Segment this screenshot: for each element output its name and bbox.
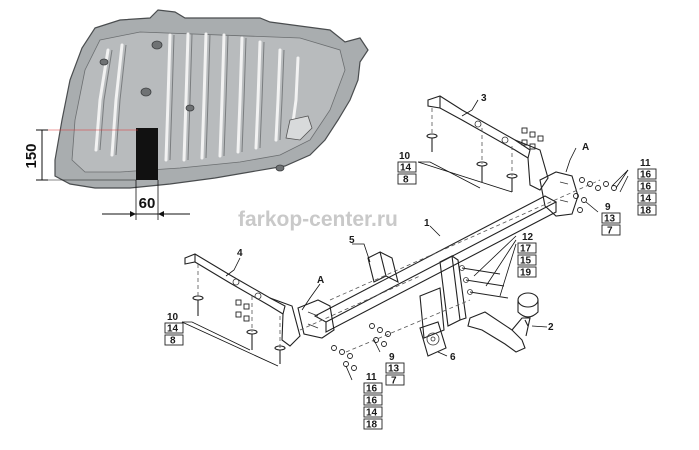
assembly-lines: [299, 179, 601, 353]
towbar-assembly: [181, 95, 629, 381]
socket-plate: [419, 321, 447, 357]
dimension-height: 150: [23, 129, 136, 181]
stack-label: 16: [640, 182, 652, 193]
callout-4: 4: [237, 248, 243, 259]
stack-label: 16: [640, 170, 652, 181]
leader-lines: [181, 99, 629, 381]
label-stack-left-top: 10 14 8: [397, 151, 417, 186]
stack-label: 8: [403, 175, 409, 186]
stack-label: 16: [366, 396, 378, 407]
label-stack-left-bottom: 10 14 8: [164, 312, 184, 347]
stack-label: 14: [366, 408, 378, 419]
label-stack-right-top: 11 16 16 14 18: [637, 158, 657, 217]
tow-ball-neck: [467, 292, 539, 353]
stack-label: 7: [607, 226, 613, 237]
callout-6: 6: [450, 352, 456, 363]
callout-5: 5: [349, 235, 355, 246]
dimension-width: 60: [102, 180, 190, 220]
stack-label: 11: [640, 158, 651, 169]
stack-label: 13: [388, 364, 400, 375]
stack-label: 19: [520, 268, 532, 279]
label-stack-bottom-mid: 9 13 7: [385, 352, 405, 387]
stack-label: 12: [522, 232, 534, 243]
underbody-shield: [40, 9, 369, 189]
fasteners-right: [521, 127, 617, 213]
dimension-width-label: 60: [139, 195, 156, 212]
callout-2: 2: [548, 322, 554, 333]
callout-3: 3: [481, 93, 487, 104]
callout-a-top: A: [582, 142, 589, 153]
stack-label: 7: [391, 376, 397, 387]
vertical-bolts-left: [192, 264, 286, 364]
small-bracket: [367, 251, 399, 284]
cutout-area: [136, 128, 158, 180]
fasteners-left: [235, 299, 391, 371]
stack-label: 9: [605, 202, 611, 213]
stack-label: 14: [400, 163, 412, 174]
stack-label: 16: [366, 384, 378, 395]
stack-label: 18: [366, 420, 378, 431]
bracket-right: [427, 95, 549, 191]
bracket-left: [184, 253, 301, 347]
stack-label: 13: [604, 214, 616, 225]
stack-label: 10: [167, 312, 179, 323]
stack-label: 14: [167, 324, 179, 335]
dimension-height-label: 150: [23, 143, 40, 168]
label-stack-right-mid: 9 13 7: [601, 202, 621, 237]
label-stack-center: 12 17 15 19: [517, 232, 537, 279]
vertical-bolts-right: [426, 108, 518, 192]
stack-label: 11: [366, 372, 377, 383]
callout-1: 1: [424, 218, 430, 229]
stack-label: 9: [389, 352, 395, 363]
long-bolts: [459, 265, 509, 299]
stack-label: 8: [170, 336, 176, 347]
stack-label: 18: [640, 206, 652, 217]
stack-label: 15: [520, 256, 532, 267]
center-mount: [419, 255, 467, 339]
label-stack-bottom: 11 16 16 14 18: [363, 372, 383, 431]
stack-label: 10: [399, 151, 411, 162]
watermark-text: farkop-center.ru: [238, 208, 398, 231]
callout-a-bottom: A: [317, 275, 324, 286]
stack-label: 17: [520, 244, 532, 255]
stack-label: 14: [640, 194, 652, 205]
